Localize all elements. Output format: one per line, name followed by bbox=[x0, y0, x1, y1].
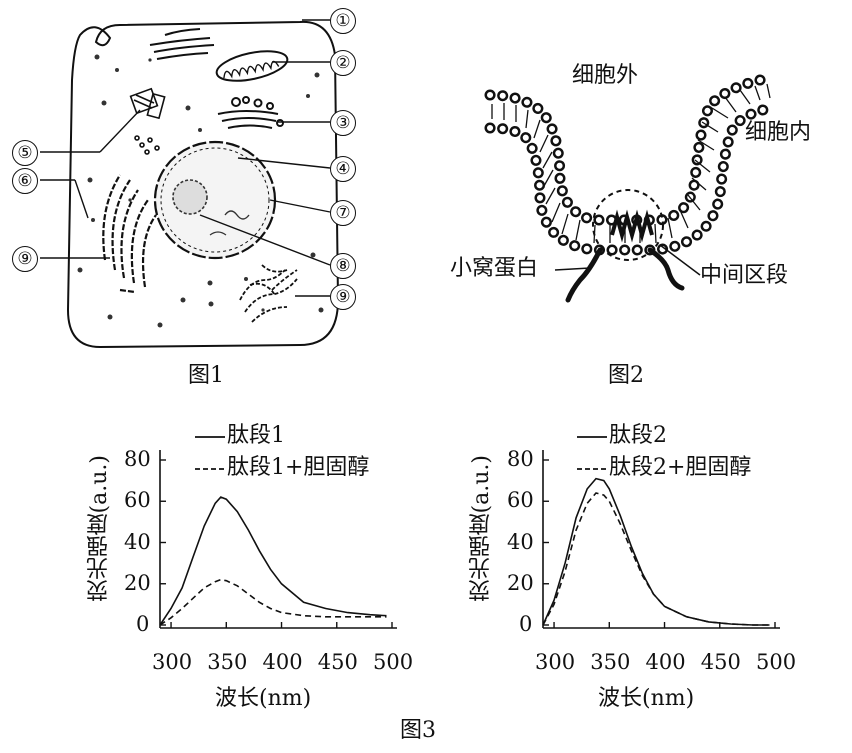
legend-label-1: 肽段2 bbox=[609, 423, 667, 448]
y-tick-label: 40 bbox=[124, 529, 151, 554]
legend-label-1: 肽段1 bbox=[227, 423, 285, 448]
marker-1: ① bbox=[330, 8, 356, 34]
chart-peptide2 bbox=[542, 436, 780, 629]
figure3-caption: 图3 bbox=[400, 718, 436, 743]
y-axis-label: 荧光强度(a.u.) bbox=[87, 455, 112, 602]
caveolin-label: 小窝蛋白 bbox=[450, 256, 539, 281]
figure1-caption: 图1 bbox=[188, 363, 224, 388]
x-tick-label: 400 bbox=[262, 650, 303, 674]
golgi-top bbox=[149, 28, 215, 60]
legend-label-2: 肽段2+胆固醇 bbox=[609, 455, 752, 480]
x-tick-label: 300 bbox=[535, 650, 576, 674]
nucleus bbox=[153, 140, 277, 260]
marker-2: ② bbox=[330, 50, 356, 76]
marker-4: ④ bbox=[330, 156, 356, 182]
x-tick-label: 500 bbox=[756, 650, 797, 674]
y-tick-label: 80 bbox=[124, 447, 151, 471]
legend-label-2: 肽段1+胆固醇 bbox=[227, 455, 370, 480]
figure1-leaders bbox=[40, 19, 331, 297]
y-axis-label: 荧光强度(a.u.) bbox=[469, 455, 494, 602]
rough-er-left bbox=[102, 174, 157, 294]
membrane-diagram bbox=[484, 72, 778, 303]
golgi-apparatus bbox=[217, 96, 284, 129]
cytoplasm-dots bbox=[77, 54, 324, 328]
marker-9-left: ⑨ bbox=[12, 246, 38, 272]
series-line-1 bbox=[159, 496, 387, 626]
x-tick-label: 350 bbox=[207, 650, 248, 674]
x-tick-label: 350 bbox=[590, 650, 631, 674]
x-tick-label: 500 bbox=[373, 650, 414, 674]
x-axis-label: 波长(nm) bbox=[598, 686, 695, 711]
y-tick-label: 20 bbox=[507, 570, 534, 595]
marker-7: ⑦ bbox=[330, 200, 356, 226]
x-tick-label: 450 bbox=[700, 650, 741, 674]
middle-segment-label: 中间区段 bbox=[700, 263, 789, 288]
marker-8: ⑧ bbox=[330, 253, 356, 279]
outside-label: 细胞外 bbox=[572, 63, 639, 88]
marker-5: ⑤ bbox=[12, 140, 38, 166]
middle-segment-highlight bbox=[592, 189, 664, 261]
y-tick-label: 0 bbox=[136, 612, 150, 636]
caveolin-protein bbox=[565, 247, 603, 303]
centrosome bbox=[129, 87, 166, 155]
y-tick-label: 40 bbox=[507, 529, 534, 554]
y-tick-label: 0 bbox=[519, 612, 533, 636]
inner-leaflet bbox=[484, 102, 778, 256]
marker-3: ③ bbox=[330, 110, 356, 136]
x-tick-label: 450 bbox=[317, 650, 358, 674]
x-axis-label: 波长(nm) bbox=[215, 686, 312, 711]
inside-label: 细胞内 bbox=[745, 120, 812, 145]
series-line-2 bbox=[542, 492, 770, 626]
y-tick-label: 60 bbox=[507, 488, 534, 513]
x-tick-label: 300 bbox=[152, 650, 193, 674]
marker-6: ⑥ bbox=[12, 168, 38, 194]
chart-peptide1 bbox=[159, 436, 397, 629]
mitochondrion bbox=[215, 50, 289, 82]
y-tick-label: 80 bbox=[507, 447, 534, 471]
rough-er-right bbox=[239, 264, 298, 323]
figure2-caption: 图2 bbox=[608, 363, 644, 388]
series-line-1 bbox=[542, 477, 770, 626]
x-tick-label: 400 bbox=[645, 650, 686, 674]
series-line-2 bbox=[159, 578, 387, 626]
y-tick-label: 20 bbox=[124, 570, 151, 595]
marker-9-right: ⑨ bbox=[330, 284, 356, 310]
y-tick-label: 60 bbox=[124, 488, 151, 513]
